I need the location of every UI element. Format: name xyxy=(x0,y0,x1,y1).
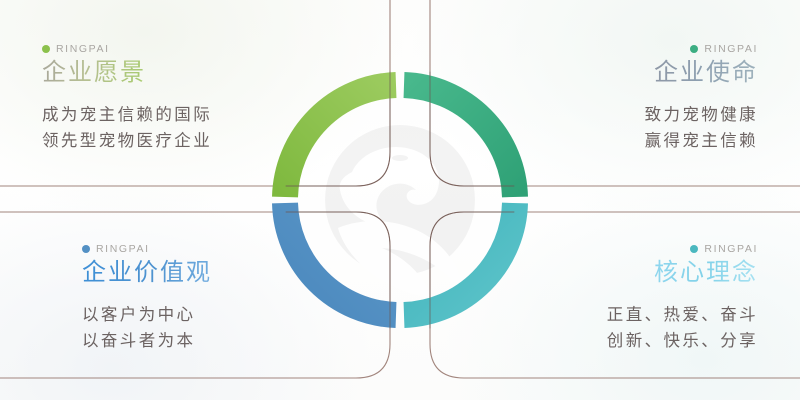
quadrant-vision: RINGPAI 企业愿景 成为宠主信赖的国际 领先型宠物医疗企业 xyxy=(42,42,212,153)
quadrant-values: RINGPAI 企业价值观 以客户为中心 以奋斗者为本 xyxy=(82,242,212,353)
kicker-values: RINGPAI xyxy=(82,242,150,256)
quadrant-body-values: 以客户为中心 以奋斗者为本 xyxy=(82,302,195,353)
bullet-dot-icon xyxy=(42,45,50,53)
body-line: 致力宠物健康 xyxy=(644,105,758,125)
quadrant-title-core: 核心理念 xyxy=(654,258,758,286)
bullet-dot-icon xyxy=(690,45,699,53)
quadrant-body-core: 正直、热爱、奋斗 创新、快乐、分享 xyxy=(607,302,758,353)
quadrant-title-mission: 企业使命 xyxy=(654,58,758,86)
quadrant-title-values: 企业价值观 xyxy=(82,258,212,286)
brand-label: RINGPAI xyxy=(56,42,110,55)
body-line: 成为宠主信赖的国际 xyxy=(42,105,213,125)
brand-label: RINGPAI xyxy=(96,242,150,255)
quadrant-core: RINGPAI 核心理念 正直、热爱、奋斗 创新、快乐、分享 xyxy=(607,242,758,353)
ring-segment-mission xyxy=(403,72,528,198)
body-line: 正直、热爱、奋斗 xyxy=(606,305,758,325)
body-line: 赢得宠主信赖 xyxy=(644,130,758,150)
brand-label: RINGPAI xyxy=(704,42,758,55)
ring-segment-core xyxy=(403,202,528,328)
ring-segment-vision xyxy=(272,72,397,198)
bullet-dot-icon xyxy=(690,245,699,253)
body-line: 创新、快乐、分享 xyxy=(606,330,758,350)
kicker-vision: RINGPAI xyxy=(42,42,110,56)
watermark-logo xyxy=(325,125,475,298)
body-line: 以奋斗者为本 xyxy=(82,330,196,350)
quadrant-title-vision: 企业愿景 xyxy=(42,58,146,86)
quadrant-mission: RINGPAI 企业使命 致力宠物健康 赢得宠主信赖 xyxy=(645,42,758,153)
body-line: 以客户为中心 xyxy=(82,305,196,325)
quadrant-body-vision: 成为宠主信赖的国际 领先型宠物医疗企业 xyxy=(42,102,212,153)
quadrant-body-mission: 致力宠物健康 赢得宠主信赖 xyxy=(645,102,758,153)
ring-segment-values xyxy=(272,202,397,328)
kicker-core: RINGPAI xyxy=(690,242,758,256)
brand-label: RINGPAI xyxy=(704,242,758,255)
bullet-dot-icon xyxy=(82,245,90,253)
body-line: 领先型宠物医疗企业 xyxy=(42,130,213,150)
kicker-mission: RINGPAI xyxy=(690,42,758,56)
